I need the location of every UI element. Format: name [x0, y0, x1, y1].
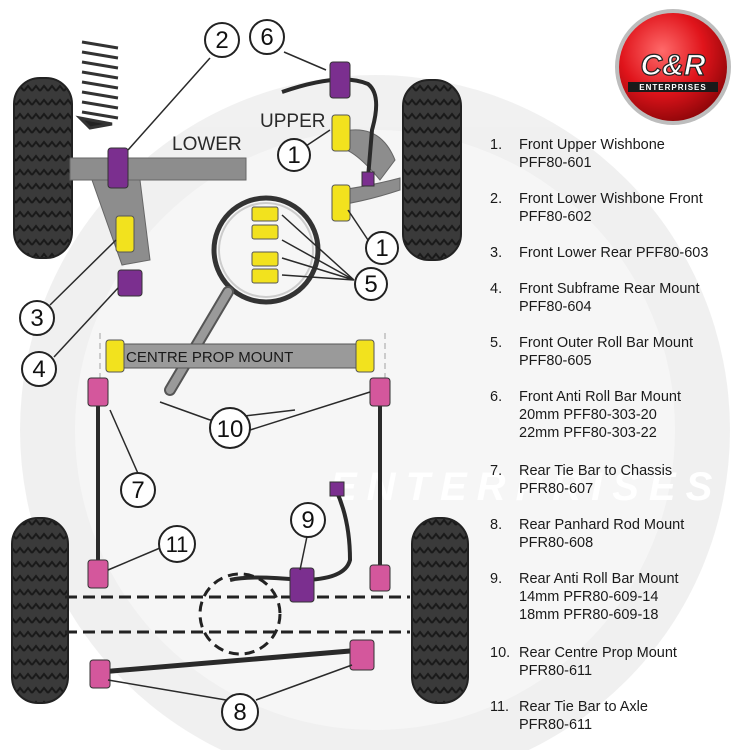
bushes-pink: [87, 377, 391, 689]
legend-line: PFF80-605: [519, 353, 592, 369]
watermark-text: ENTERPRISES: [330, 465, 722, 509]
legend-text: Rear Anti Roll Bar Mount 14mm PFR80-609-1…: [519, 570, 679, 624]
svg-text:3: 3: [30, 305, 43, 332]
legend-line: 22mm PFF80-303-22: [519, 425, 657, 441]
label-centre-prop-mount: CENTRE PROP MOUNT: [126, 349, 293, 366]
callout-6: 6: [249, 19, 285, 55]
label-upper: UPPER: [260, 111, 325, 132]
callout-8: 8: [221, 693, 259, 731]
legend-text: Front Anti Roll Bar Mount 20mm PFF80-303-…: [519, 388, 681, 442]
legend-number: 4.: [490, 281, 503, 297]
legend-number: 2.: [490, 191, 503, 207]
callout-7: 7: [120, 472, 156, 508]
legend-line: Front Upper Wishbone: [519, 137, 665, 153]
front-right-wheel: [402, 79, 462, 261]
legend-line: Rear Tie Bar to Axle: [519, 699, 648, 715]
rear-left-wheel: [11, 517, 69, 704]
rear-anti-roll-bar: [229, 489, 353, 583]
front-anti-roll-bar: [281, 77, 379, 179]
legend-number: 3.: [490, 245, 503, 261]
legend-line: PFF80-604: [519, 299, 592, 315]
logo-text: C&R: [641, 49, 706, 82]
legend-line: 18mm PFR80-609-18: [519, 607, 659, 623]
legend-line: Front Subframe Rear Mount: [519, 281, 700, 297]
legend-number: 11.: [490, 699, 510, 715]
bushes-yellow: [105, 114, 375, 373]
legend-line: Front Lower Rear PFF80-603: [519, 245, 709, 261]
callout-2: 2: [204, 22, 240, 58]
svg-text:6: 6: [260, 24, 273, 51]
legend-line: Front Anti Roll Bar Mount: [519, 389, 681, 405]
legend-number: 5.: [490, 335, 503, 351]
panhard-rod: [99, 647, 363, 675]
rear-right-wheel: [411, 517, 469, 704]
callout-1b: 1: [365, 231, 399, 265]
leader-lines: [49, 51, 371, 701]
legend-number: 9.: [490, 571, 503, 587]
bushes-purple: [107, 61, 375, 603]
svg-text:1: 1: [375, 235, 388, 262]
legend-number: 7.: [490, 463, 503, 479]
legend-line: Front Outer Roll Bar Mount: [519, 335, 694, 351]
callout-11: 11: [158, 525, 196, 563]
svg-text:7: 7: [131, 477, 144, 504]
front-left-wheel: [13, 77, 73, 259]
callout-3: 3: [19, 300, 55, 336]
legend-line: Rear Anti Roll Bar Mount: [519, 571, 679, 587]
callout-4: 4: [21, 351, 57, 387]
legend-line: PFR80-608: [519, 535, 594, 551]
callout-5: 5: [354, 267, 388, 301]
callout-9: 9: [290, 502, 326, 538]
legend-line: Rear Centre Prop Mount: [519, 645, 677, 661]
cr-logo: C&R ENTERPRISES: [615, 9, 731, 125]
rear-tie-bars: [96, 390, 382, 575]
rear-axle: [65, 572, 410, 656]
svg-text:9: 9: [301, 507, 314, 534]
coil-spring: [75, 40, 119, 130]
centre-prop-bar: CENTRE PROP MOUNT: [107, 343, 371, 369]
svg-text:1: 1: [287, 142, 300, 169]
legend-number: 10.: [490, 645, 511, 661]
callout-1a: 1: [277, 138, 311, 172]
legend-line: Rear Panhard Rod Mount: [519, 517, 685, 533]
label-lower: LOWER: [172, 134, 242, 155]
legend-number: 8.: [490, 517, 503, 533]
svg-text:11: 11: [166, 532, 189, 557]
magnifier: [164, 195, 321, 396]
legend-text: Front Lower Rear PFF80-603: [519, 244, 708, 262]
legend-line: Front Lower Wishbone Front: [519, 191, 703, 207]
legend-number: 6.: [490, 389, 503, 405]
legend-line: PFF80-602: [519, 209, 592, 225]
svg-text:5: 5: [364, 271, 377, 298]
legend-line: PFR80-611: [519, 717, 593, 733]
callout-10: 10: [209, 407, 251, 449]
legend-line: 20mm PFF80-303-20: [519, 407, 657, 423]
legend-line: PFF80-601: [519, 155, 592, 171]
svg-text:10: 10: [217, 416, 244, 443]
logo-subtext: ENTERPRISES: [639, 83, 706, 92]
svg-text:4: 4: [32, 356, 45, 383]
legend-line: 14mm PFR80-609-14: [519, 589, 659, 605]
legend-line: Rear Tie Bar to Chassis: [519, 463, 673, 479]
svg-text:2: 2: [215, 27, 228, 54]
legend-number: 1.: [490, 137, 503, 153]
legend-line: PFR80-607: [519, 481, 594, 497]
legend-line: PFR80-611: [519, 663, 593, 679]
svg-text:8: 8: [233, 699, 246, 726]
